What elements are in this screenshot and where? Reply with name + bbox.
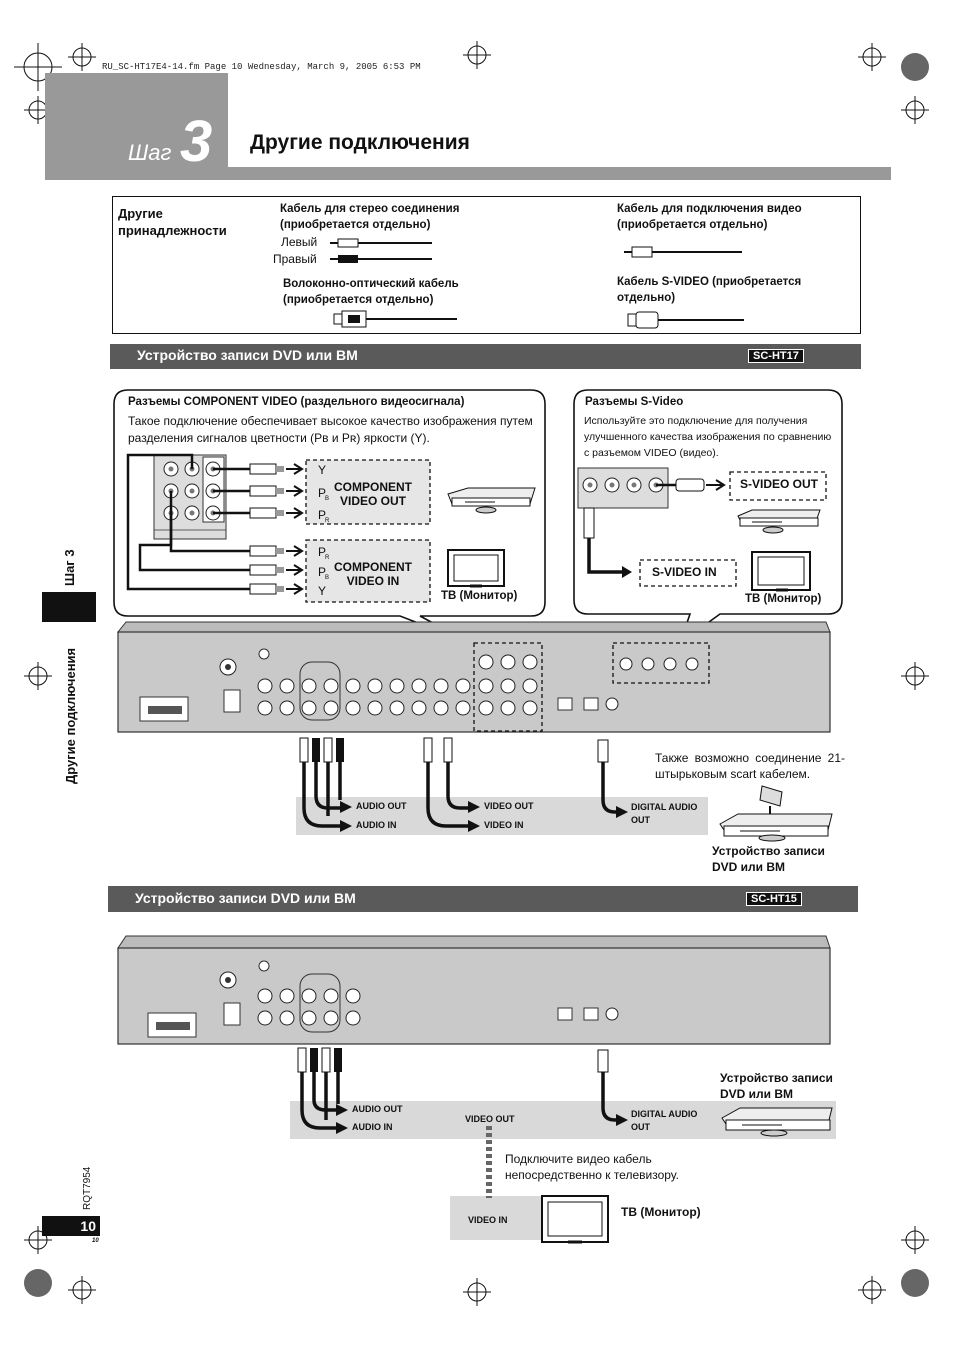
section1-band <box>110 344 861 369</box>
digital-audio-out-label: DIGITAL AUDIO OUT <box>631 802 698 825</box>
video-cable-icon <box>624 246 742 258</box>
stereo-cable-icon <box>330 238 432 263</box>
sidebar-chapter: Другие подключения <box>63 647 78 784</box>
video-cable-label: Кабель для подключения видео (приобретае… <box>617 203 802 231</box>
dvd-recorder-icon <box>447 487 536 514</box>
optical-cable-icon <box>333 310 457 328</box>
svideo-desc: Используйте это подключение для получени… <box>584 415 832 459</box>
section2-diagram <box>117 935 836 1244</box>
audio-out-label: AUDIO OUT <box>356 801 407 811</box>
s2-video-in-label: VIDEO IN <box>468 1215 508 1225</box>
video-out-label: VIDEO OUT <box>484 801 534 811</box>
section2-title: Устройство записи DVD или ВМ <box>135 890 356 906</box>
dvd-recorder-icon-3 <box>721 1107 833 1137</box>
accessories-heading: Другие принадлежности <box>118 206 227 238</box>
sidebar-step-tab: Шаг 3 <box>62 549 77 586</box>
section2-model-badge: SC-HT15 <box>746 892 802 906</box>
s2-audio-in-label: AUDIO IN <box>352 1122 393 1132</box>
component-in-label: COMPONENT VIDEO IN <box>334 560 412 588</box>
component-desc: Такое подключение обеспечивает высокое к… <box>128 414 533 445</box>
accessories-box <box>112 196 861 334</box>
optical-cable-label: Волоконно-оптический кабель (приобретает… <box>283 278 459 306</box>
page-title: Другие подключения <box>250 131 470 154</box>
svg-text:R: R <box>325 518 330 524</box>
svideo-out-label: S-VIDEO OUT <box>740 477 819 491</box>
recorder-label-2: Устройство записи DVD или ВМ <box>720 1071 833 1101</box>
scart-note: Также возможно соединение 21-штырьковым … <box>655 751 845 781</box>
step-word: Шаг <box>128 140 172 165</box>
svg-text:R: R <box>325 555 330 561</box>
accessory-cables <box>330 238 744 329</box>
s2-digital-audio-out-label: DIGITAL AUDIO OUT <box>631 1109 698 1132</box>
svideo-cable-label: Кабель S-VIDEO (приобретается отдельно) <box>617 276 802 304</box>
page-number-small: 10 <box>92 1238 99 1244</box>
file-info: RU_SC-HT17E4-14.fm Page 10 Wednesday, Ma… <box>102 62 421 72</box>
svg-text:Y: Y <box>318 584 326 598</box>
svg-text:B: B <box>325 496 329 502</box>
page-number: 10 <box>42 1216 100 1236</box>
svg-text:P: P <box>318 508 326 522</box>
svideo-in-label: S-VIDEO IN <box>652 565 717 579</box>
tv-monitor-label-1: ТВ (Монитор) <box>441 590 518 602</box>
audio-in-label: AUDIO IN <box>356 820 397 830</box>
svg-text:B: B <box>325 575 329 581</box>
section2-band <box>108 886 858 912</box>
tv-monitor-label-2: ТВ (Монитор) <box>745 593 822 605</box>
svg-text:P: P <box>318 565 326 579</box>
tv-icon-2 <box>751 551 811 592</box>
stereo-cable-label: Кабель для стерео соединения (приобретае… <box>280 203 460 231</box>
rear-panel-ht17 <box>116 621 831 733</box>
step-number: 3 <box>180 109 213 174</box>
right-label: Правый <box>273 252 317 266</box>
video-in-label: VIDEO IN <box>484 820 524 830</box>
s2-audio-out-label: AUDIO OUT <box>352 1104 403 1114</box>
step-block <box>45 73 228 180</box>
sidebar-black-tab <box>42 592 96 622</box>
tv-icon-3 <box>541 1195 609 1244</box>
s2-video-out-label: VIDEO OUT <box>465 1114 515 1124</box>
svideo-cable-icon <box>627 311 744 329</box>
svg-text:Y: Y <box>318 463 326 477</box>
tv-icon <box>447 549 505 588</box>
header-rule <box>45 167 891 180</box>
left-label: Левый <box>281 235 318 249</box>
svg-text:P: P <box>318 486 326 500</box>
video-note: Подключите видео кабель непосредственно … <box>505 1152 679 1182</box>
section1-title: Устройство записи DVD или ВМ <box>137 347 358 363</box>
svg-text:P: P <box>318 545 326 559</box>
svideo-title: Разъемы S-Video <box>585 396 684 408</box>
doc-code: RQT7954 <box>82 1166 93 1210</box>
component-title: Разъемы COMPONENT VIDEO (раздельного вид… <box>128 396 465 408</box>
section1-diagram: Y PB PR PR PB Y <box>113 389 843 842</box>
component-out-label: COMPONENT VIDEO OUT <box>334 480 412 508</box>
tv-monitor-label-3: ТВ (Монитор) <box>621 1205 701 1219</box>
rear-panel-ht15 <box>117 935 831 1045</box>
component-mini-panel <box>153 454 227 540</box>
recorder-label-1: Устройство записи DVD или ВМ <box>712 844 825 874</box>
section1-model-badge: SC-HT17 <box>748 349 804 363</box>
